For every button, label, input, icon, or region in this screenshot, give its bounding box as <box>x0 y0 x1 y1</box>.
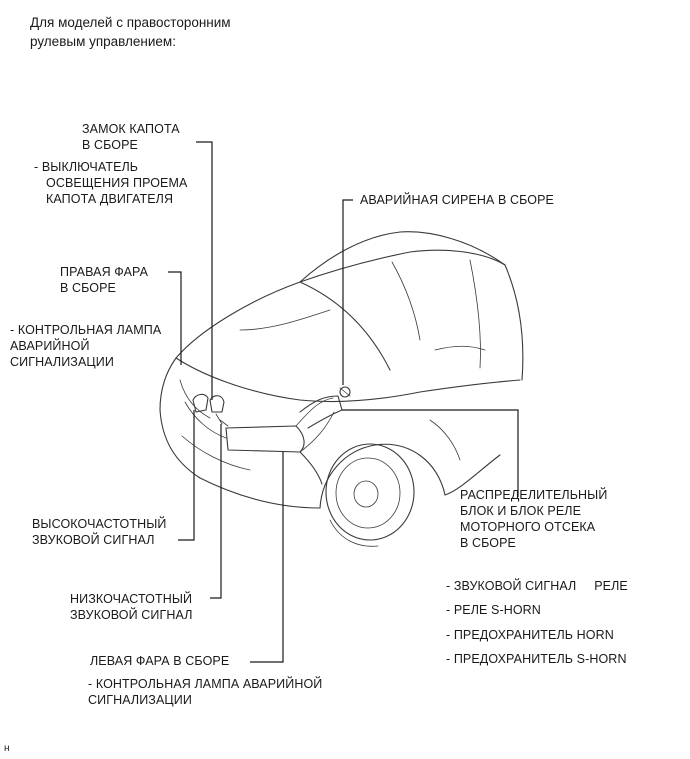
label-low-horn-1: НИЗКОЧАСТОТНЫЙ <box>70 592 193 606</box>
label-low-horn-2: ЗВУКОВОЙ СИГНАЛ <box>70 608 193 622</box>
label-relay-item-2: - РЕЛЕ S-HORN <box>446 603 541 617</box>
label-lh-headlamp: ЛЕВАЯ ФАРА В СБОРЕ <box>90 654 230 668</box>
leader-rh-headlamp <box>168 271 182 365</box>
label-rh-hazard-1: - КОНТРОЛЬНАЯ ЛАМПА <box>10 323 162 337</box>
leader-relay-block <box>342 409 519 497</box>
label-relay-item-3: - ПРЕДОХРАНИТЕЛЬ HORN <box>446 628 614 642</box>
label-hood-switch-3: КАПОТА ДВИГАТЕЛЯ <box>46 192 174 206</box>
leader-lh-headlamp <box>250 452 284 663</box>
leader-siren <box>342 199 353 385</box>
label-hood-switch-1: - ВЫКЛЮЧАТЕЛЬ <box>34 160 139 174</box>
label-hood-lock-2: В СБОРЕ <box>82 138 138 152</box>
label-lh-hazard-1: - КОНТРОЛЬНАЯ ЛАМПА АВАРИЙНОЙ <box>88 677 323 691</box>
label-high-horn-1: ВЫСОКОЧАСТОТНЫЙ <box>32 517 167 531</box>
label-high-horn-2: ЗВУКОВОЙ СИГНАЛ <box>32 533 155 547</box>
label-rh-hazard-2: АВАРИЙНОЙ <box>10 339 90 353</box>
leader-lines <box>168 141 519 663</box>
label-rh-headlamp-2: В СБОРЕ <box>60 281 116 295</box>
label-lh-hazard-2: СИГНАЛИЗАЦИИ <box>88 693 192 707</box>
label-relay-block-3: МОТОРНОГО ОТСЕКА <box>460 520 596 534</box>
leader-hood-lock <box>196 141 213 400</box>
leader-low-horn <box>210 424 222 599</box>
header-line-2: рулевым управлением: <box>30 34 176 49</box>
label-relay-item-4: - ПРЕДОХРАНИТЕЛЬ S-HORN <box>446 652 627 666</box>
label-siren: АВАРИЙНАЯ СИРЕНА В СБОРЕ <box>360 193 554 207</box>
leader-high-horn <box>178 410 195 541</box>
label-relay-block-1: РАСПРЕДЕЛИТЕЛЬНЫЙ <box>460 488 608 502</box>
label-relay-item-1: - ЗВУКОВОЙ СИГНАЛ РЕЛЕ <box>446 579 628 593</box>
label-hood-switch-2: ОСВЕЩЕНИЯ ПРОЕМА <box>46 176 188 190</box>
header-line-1: Для моделей с правосторонним <box>30 15 231 30</box>
label-rh-hazard-3: СИГНАЛИЗАЦИИ <box>10 355 114 369</box>
label-hood-lock-1: ЗАМОК КАПОТА <box>82 122 180 136</box>
car-body-outline <box>159 231 524 547</box>
footer-mark: н <box>4 743 10 754</box>
label-relay-block-4: В СБОРЕ <box>460 536 516 550</box>
label-relay-block-2: БЛОК И БЛОК РЕЛЕ <box>460 504 582 518</box>
label-rh-headlamp-1: ПРАВАЯ ФАРА <box>60 265 149 279</box>
